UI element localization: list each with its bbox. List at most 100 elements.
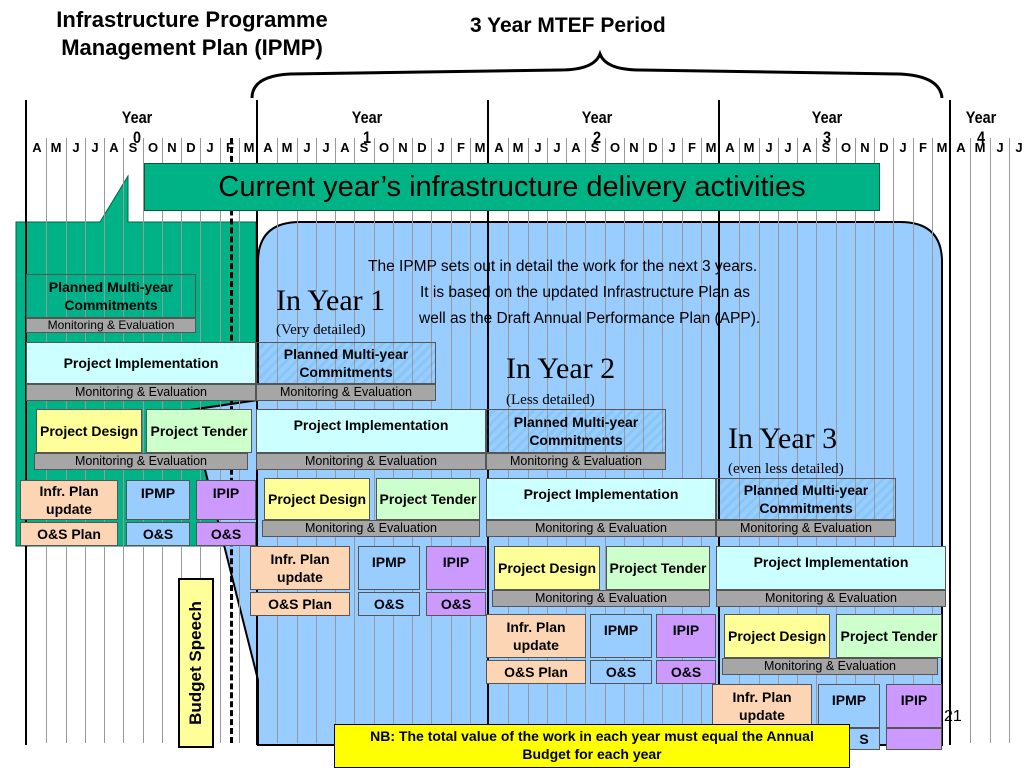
y0-planned-multi-year: Planned Multi-year Commitments [26,274,196,318]
y1-monitoring-1: Monitoring & Evaluation [256,384,436,401]
mtef-period-label: 3 Year MTEF Period [470,14,666,37]
in-year-3-detail: (even less detailed) [728,461,844,477]
month-label: J [534,140,542,155]
month-label: D [417,140,427,155]
month-label: A [725,140,735,155]
y1-project-design: Project Design [264,478,370,520]
month-label: N [398,140,408,155]
month-grid-line [143,138,144,743]
month-label: M [974,140,986,155]
budget-speech-box: Budget Speech [178,578,214,748]
year-divider-line [487,100,489,745]
month-label: J [322,140,330,155]
month-grid-line [759,138,760,743]
ipmp-note-line-2: It is based on the updated Infrastructur… [420,284,751,301]
y1-ipip: IPIP [426,546,486,590]
month-label: D [186,140,196,155]
month-grid-line [624,138,625,743]
y3-monitoring-1: Monitoring & Evaluation [716,520,896,537]
y0-os: O&S [126,522,190,546]
y1-planned-multi-year: Planned Multi-year Commitments [256,342,436,384]
y1-os-plan: O&S Plan [250,592,350,616]
month-label: M [281,140,293,155]
month-label: D [648,140,658,155]
ipmp-note-line-3: well as the Draft Annual Performance Pla… [419,310,761,327]
month-label: A [32,140,42,155]
month-label: J [437,140,445,155]
year-divider-line [25,100,27,745]
month-label: N [167,140,177,155]
month-grid-line [566,138,567,743]
month-label: S [821,140,831,155]
y0-ipip: IPIP [196,480,256,520]
y3-ipmp: IPMP [818,684,880,728]
y3-monitoring-3: Monitoring & Evaluation [722,658,938,675]
y1-infr-plan-update: Infr. Plan update [250,546,350,590]
y0-project-design: Project Design [36,409,142,453]
month-label: M [743,140,755,155]
month-label: A [571,140,581,155]
year-2-label: Year 2 [581,108,613,147]
month-label: M [512,140,524,155]
month-grid-line [643,138,644,743]
y1-ipmp: IPMP [358,546,420,590]
y0-os-plan: O&S Plan [20,522,118,546]
month-grid-line [913,138,914,743]
page-title: Infrastructure Programme Management Plan… [56,7,328,60]
y2-project-design: Project Design [494,546,600,590]
nb-note: NB: The total value of the work in each … [334,724,850,768]
y3-monitoring-2: Monitoring & Evaluation [716,590,946,607]
month-grid-line [547,138,548,743]
y0-project-tender: Project Tender [146,409,252,453]
month-label: A [494,140,504,155]
month-grid-line [970,138,971,743]
y3-os-partial-text: S [859,731,869,747]
y1-os: O&S [358,592,420,616]
y2-project-implementation: Project Implementation [486,478,716,520]
month-label: M [474,140,486,155]
y0-project-implementation: Project Implementation [26,342,256,384]
month-grid-line [836,138,837,743]
month-label: A [263,140,273,155]
month-label: F [919,140,927,155]
month-label: A [802,140,812,155]
month-grid-line [778,138,779,743]
in-year-1-detail: (Very detailed) [276,322,366,338]
y3-project-design: Project Design [724,614,830,658]
month-grid-line [932,138,933,743]
y2-monitoring-2: Monitoring & Evaluation [486,520,716,537]
y1-project-implementation: Project Implementation [256,409,486,453]
month-grid-line [990,138,991,743]
month-label: S [128,140,138,155]
y0-monitoring-1: Monitoring & Evaluation [26,318,196,333]
month-label: J [72,140,80,155]
y3-project-tender: Project Tender [836,614,942,658]
month-label: M [243,140,255,155]
y3-project-implementation: Project Implementation [716,546,946,590]
month-label: J [1015,140,1023,155]
in-year-1-title: In Year 1 [276,284,386,317]
year-3-label: Year 3 [811,108,843,147]
in-year-2-title: In Year 2 [506,352,616,385]
in-year-2-detail: (Less detailed) [506,392,595,408]
year-divider-line [718,100,720,745]
y1-monitoring-3: Monitoring & Evaluation [262,520,480,537]
y3-planned-multi-year: Planned Multi-year Commitments [716,478,896,520]
month-label: F [688,140,696,155]
month-label: J [765,140,773,155]
month-grid-line [816,138,817,743]
month-label: F [226,140,234,155]
in-year-3-title: In Year 3 [728,422,838,455]
y0-ipmp: IPMP [126,480,190,520]
y2-planned-multi-year: Planned Multi-year Commitments [486,409,666,453]
month-grid-line [797,138,798,743]
month-grid-line [528,138,529,743]
month-grid-line [662,138,663,743]
year-0-label: Year 0 [121,108,153,147]
mtef-brace [250,49,944,99]
y2-project-tender: Project Tender [606,546,710,590]
y3-ipip-os-partial [886,728,942,750]
month-label: J [668,140,676,155]
month-label: O [147,140,159,155]
month-label: J [899,140,907,155]
